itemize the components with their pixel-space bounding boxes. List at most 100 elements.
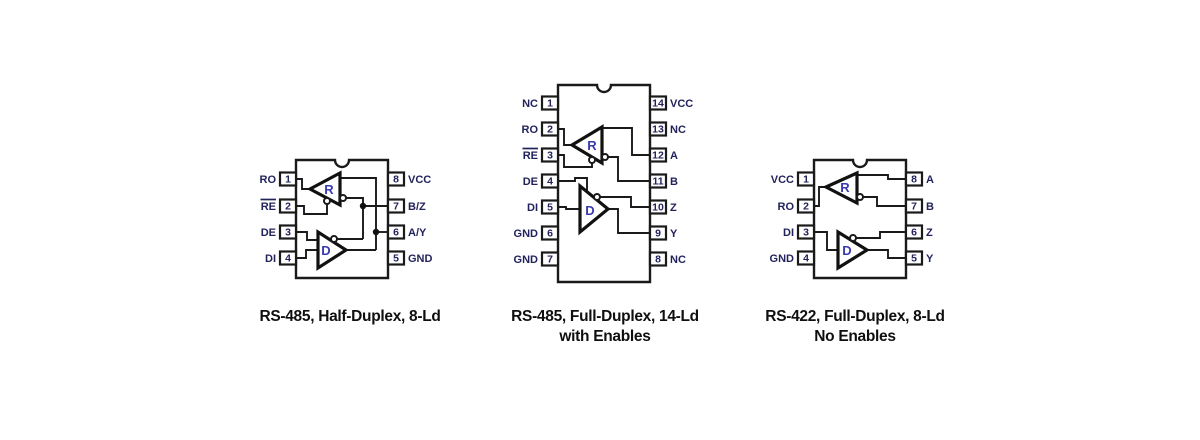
pin-number: 9	[655, 228, 661, 240]
pin-name: GND	[514, 254, 539, 266]
left-pins: 1 2 3 4 5 6 7 NC RO RE DE DI GND GND	[514, 95, 560, 267]
pin-name: B/Z	[408, 201, 426, 213]
receiver-triangle	[568, 124, 604, 166]
pin-name: VCC	[408, 174, 431, 186]
pin-number: 8	[393, 174, 399, 186]
wire-y-out	[608, 208, 650, 234]
pin-number: 4	[547, 176, 553, 188]
wire-rx-noninverting	[340, 177, 377, 250]
caption-rs485-half-duplex: RS-485, Half-Duplex, 8-Ld	[230, 307, 470, 327]
wire-di	[814, 231, 838, 251]
pin-name: NC	[522, 98, 538, 110]
pin-name: GND	[408, 253, 433, 265]
pin-number: 4	[285, 253, 291, 265]
wire-rx-noninverting	[857, 174, 906, 180]
pin-box	[796, 224, 816, 240]
pin-number: 1	[803, 174, 809, 186]
pin-name: DI	[265, 253, 276, 265]
internal-wiring	[558, 127, 650, 234]
pin-box	[796, 171, 816, 187]
pin-number: 3	[547, 150, 553, 162]
pin-number: 6	[911, 227, 917, 239]
pin-name: A/Y	[408, 227, 427, 239]
pin-number: 5	[547, 202, 553, 214]
pin-number: 11	[652, 176, 663, 188]
pin-box	[648, 199, 668, 215]
pin-number: 2	[547, 124, 553, 136]
wire-ro	[814, 186, 826, 207]
wire-z-out	[856, 231, 906, 239]
pin-number: 5	[911, 253, 917, 265]
pin-number: 6	[393, 227, 399, 239]
inverting-input-bubble	[856, 193, 864, 201]
diagram-rs485-half-duplex: R D 1 2 3 4 RO RE DE DI 8 7 6 5 VCC	[260, 158, 433, 280]
wire-re	[558, 154, 593, 168]
pin-name: DE	[523, 176, 538, 188]
pin-box	[278, 171, 298, 187]
pin-number: 3	[803, 227, 809, 239]
pin-box	[386, 250, 406, 266]
pin-number: 2	[803, 201, 809, 213]
wire-ro	[558, 128, 572, 146]
pin-number: 5	[393, 253, 399, 265]
pin-box	[386, 198, 406, 214]
pin-number: 4	[803, 253, 809, 265]
pin-box	[540, 225, 560, 241]
pin-name: RO	[778, 201, 795, 213]
pin-number: 10	[652, 202, 664, 214]
caption-line1: RS-422, Full-Duplex, 8-Ld	[765, 308, 945, 325]
wire-rx-inverting	[346, 197, 364, 239]
wire-rx-inverting	[863, 196, 906, 207]
wire-ro	[296, 178, 310, 190]
driver-z-bubble	[593, 193, 601, 201]
pin-box	[904, 171, 924, 187]
pin-name: Y	[670, 228, 678, 240]
receiver-enable-bubble	[588, 156, 596, 164]
ic-package-outline	[556, 83, 652, 284]
receiver-label: R	[324, 182, 334, 197]
pin-box	[648, 173, 668, 189]
pin-box	[540, 121, 560, 137]
pin-name: B	[670, 176, 678, 188]
caption-rs485-full-duplex: RS-485, Full-Duplex, 14-Ld with Enables	[485, 307, 725, 347]
pin-box	[278, 250, 298, 266]
receiver-label: R	[587, 138, 597, 153]
internal-wiring	[814, 174, 906, 259]
pin-box	[540, 95, 560, 111]
pin-name: RO	[260, 174, 277, 186]
wire-de	[296, 231, 318, 241]
right-pins: 8 7 6 5 VCC B/Z A/Y GND	[386, 171, 433, 266]
pin-number: 8	[655, 254, 661, 266]
left-pins: 1 2 3 4 RO RE DE DI	[260, 171, 298, 266]
wire-de	[558, 177, 588, 193]
pin-box	[540, 199, 560, 215]
pin-name: VCC	[771, 174, 794, 186]
pin-box	[904, 250, 924, 266]
diagram-rs422-full-duplex: R D 1 2 3 4 VCC RO DI GND 8 7 6 5 A B	[770, 158, 934, 280]
receiver-enable-bubble	[323, 197, 331, 205]
pin-number: 1	[547, 98, 553, 110]
pin-name: Y	[926, 253, 934, 265]
pin-box	[648, 121, 668, 137]
driver-z-bubble	[330, 235, 338, 243]
driver-z-bubble	[849, 234, 857, 242]
pin-box	[648, 225, 668, 241]
pin-name: GND	[770, 253, 795, 265]
diagram-rs485-full-duplex: R D 1 2 3 4 5 6 7 NC RO RE DE DI GND GND	[514, 83, 693, 284]
pin-number: 14	[652, 98, 664, 110]
pin-box	[648, 95, 668, 111]
pin-name: Z	[926, 227, 933, 239]
pin-name: VCC	[670, 98, 693, 110]
wire-di	[296, 249, 318, 259]
pin-number: 6	[547, 228, 553, 240]
driver-label: D	[842, 243, 851, 258]
wire-rx-inverting	[608, 156, 650, 182]
wire-y-out	[867, 249, 906, 259]
pin-box	[540, 147, 560, 163]
pin-box	[796, 198, 816, 214]
internal-wiring	[296, 177, 388, 259]
driver-label: D	[585, 203, 594, 218]
pin-box	[648, 251, 668, 267]
caption-rs422-full-duplex: RS-422, Full-Duplex, 8-Ld No Enables	[735, 307, 975, 347]
pin-number: 7	[393, 201, 399, 213]
